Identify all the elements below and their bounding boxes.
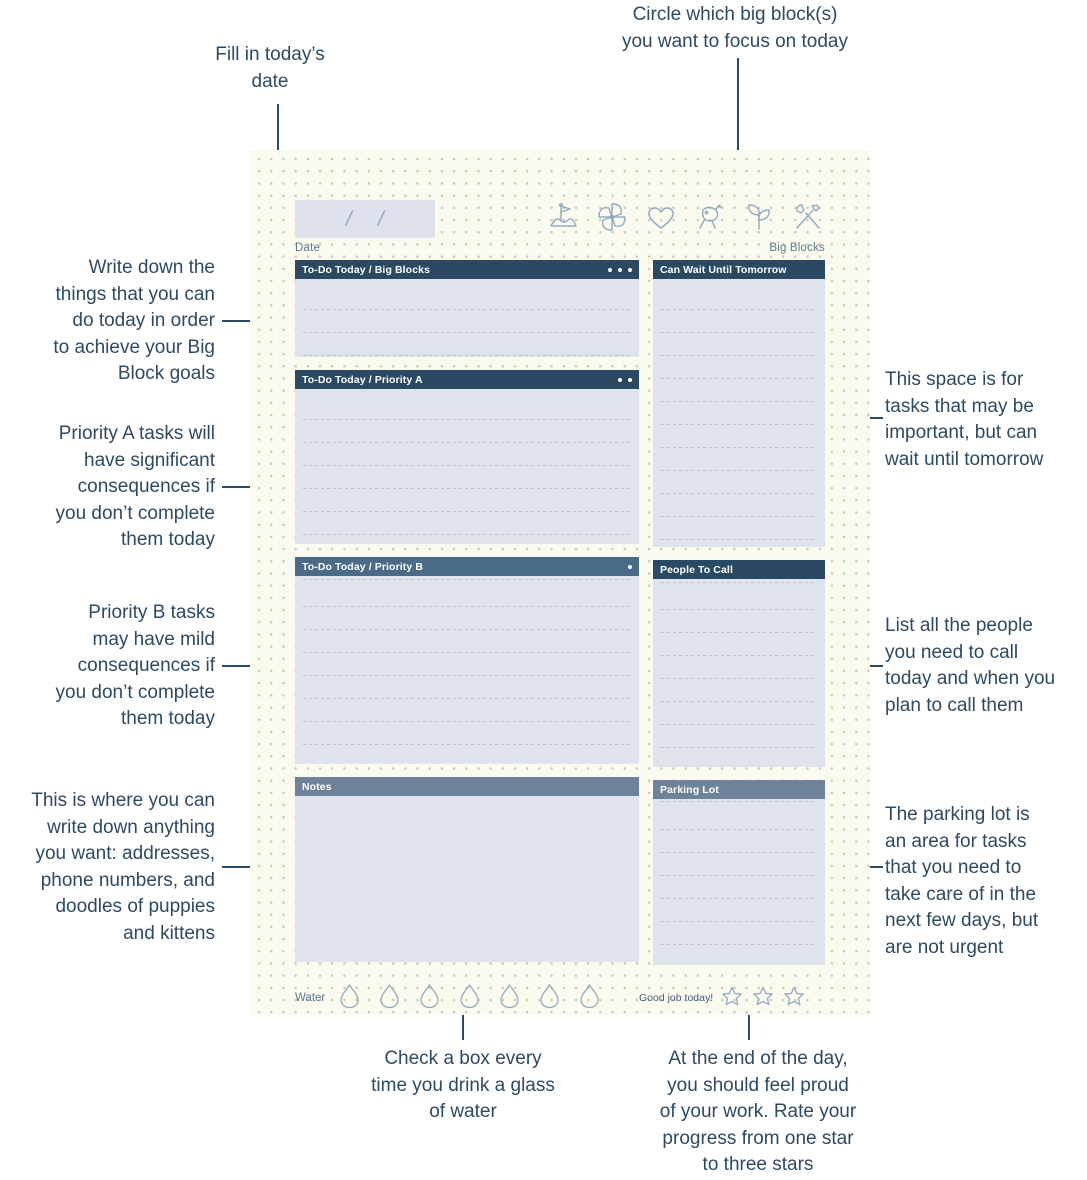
star-icon[interactable] [752,985,774,1012]
big-blocks-label: Big Blocks [769,242,825,254]
priority-dots-one [628,564,632,569]
water-drop-icon[interactable] [379,983,400,1014]
ruled-lines [661,579,817,767]
annotation-date: Fill in today’s date [215,44,325,92]
panel-title: To-Do Today / Priority B [302,560,424,573]
ruled-lines [303,389,631,544]
panel-parking-lot: Parking Lot [653,780,825,965]
panel-body-priority-a[interactable] [295,389,639,544]
mountain-flag-icon[interactable] [546,200,580,234]
water-label: Water [295,992,326,1004]
pinwheel-icon[interactable] [595,200,629,234]
priority-dot [628,267,632,272]
annotation-todo-big-blocks: Write down the things that you can do to… [53,257,215,384]
annotation-people-to-call: List all the people you need to call tod… [885,615,1056,716]
panel-header-parking-lot: Parking Lot [653,780,825,799]
water-drop-icon[interactable] [419,983,440,1014]
water-drop-icon[interactable] [339,983,360,1014]
footer-row: Water Good job today! [295,980,825,1016]
sprout-icon[interactable] [742,200,776,234]
priority-dots-three [608,267,632,272]
panel-people-to-call: People To Call [653,560,825,767]
piggy-bank-icon[interactable] [693,200,727,234]
ruled-lines [661,279,817,547]
panel-title: To-Do Today / Priority A [302,373,423,386]
panel-notes: Notes [295,777,639,962]
left-column: To-Do Today / Big Blocks To-Do Today / P… [295,260,639,978]
right-column: Can Wait Until Tomorrow People To Call [653,260,825,978]
date-separator-1: / [344,207,355,230]
tools-icon[interactable] [791,200,825,234]
panel-header-can-wait: Can Wait Until Tomorrow [653,260,825,279]
priority-dot [618,267,622,272]
priority-dot [618,377,622,382]
date-input[interactable]: / / [295,200,435,238]
panel-can-wait: Can Wait Until Tomorrow [653,260,825,547]
panel-body-people-to-call[interactable] [653,579,825,767]
panel-title: People To Call [660,563,733,576]
annotation-notes: This is where you can write down anythin… [31,790,215,944]
rating-label: Good job today! [639,992,714,1004]
priority-dots-two [618,377,632,382]
big-blocks-icon-row: Big Blocks [546,200,825,254]
star-group [721,985,805,1012]
panel-header-priority-b: To-Do Today / Priority B [295,557,639,576]
panel-body-can-wait[interactable] [653,279,825,547]
planner-page: / / Date [250,150,870,1015]
panel-todo-big-blocks: To-Do Today / Big Blocks [295,260,639,357]
panel-header-priority-a: To-Do Today / Priority A [295,370,639,389]
water-drop-icon[interactable] [459,983,480,1014]
panel-body-priority-b[interactable] [295,576,639,764]
rating-tracker: Good job today! [639,985,811,1012]
ruled-lines [661,799,817,965]
panel-header-todo-big-blocks: To-Do Today / Big Blocks [295,260,639,279]
water-drop-icon[interactable] [579,983,600,1014]
leader-line-big-blocks [737,58,739,222]
priority-dot [628,564,632,569]
annotation-big-blocks: Circle which big block(s) you want to fo… [621,4,849,52]
water-tracker: Water [295,983,639,1014]
water-drop-icon[interactable] [499,983,520,1014]
annotation-priority-b: Priority B tasks may have mild consequen… [55,602,216,729]
ruled-lines [303,576,631,764]
water-drop-group [339,983,600,1014]
panel-body-notes[interactable] [295,796,639,962]
ruled-lines [303,279,631,357]
annotation-stars: At the end of the day, you should feel p… [659,1048,857,1175]
panel-columns: To-Do Today / Big Blocks To-Do Today / P… [295,260,825,978]
star-icon[interactable] [721,985,743,1012]
panel-header-notes: Notes [295,777,639,796]
panel-header-people-to-call: People To Call [653,560,825,579]
date-label: Date [295,242,321,254]
annotation-can-wait: This space is for tasks that may be impo… [885,369,1044,470]
heart-icon[interactable] [644,200,678,234]
panel-title: Notes [302,780,332,793]
panel-title: Parking Lot [660,783,719,796]
panel-body-parking-lot[interactable] [653,799,825,965]
date-separator-2: / [375,207,387,230]
annotation-water: Check a box every time you drink a glass… [371,1048,555,1122]
star-icon[interactable] [783,985,805,1012]
annotation-parking-lot: The parking lot is an area for tasks tha… [885,804,1039,958]
priority-dot [608,267,612,272]
panel-priority-a: To-Do Today / Priority A [295,370,639,544]
annotation-priority-a: Priority A tasks will have significant c… [55,423,216,550]
panel-body-todo-big-blocks[interactable] [295,279,639,357]
panel-title: Can Wait Until Tomorrow [660,263,787,276]
priority-dot [628,377,632,382]
date-row: / / Date [295,200,825,260]
water-drop-icon[interactable] [539,983,560,1014]
panel-title: To-Do Today / Big Blocks [302,263,431,276]
panel-priority-b: To-Do Today / Priority B [295,557,639,764]
